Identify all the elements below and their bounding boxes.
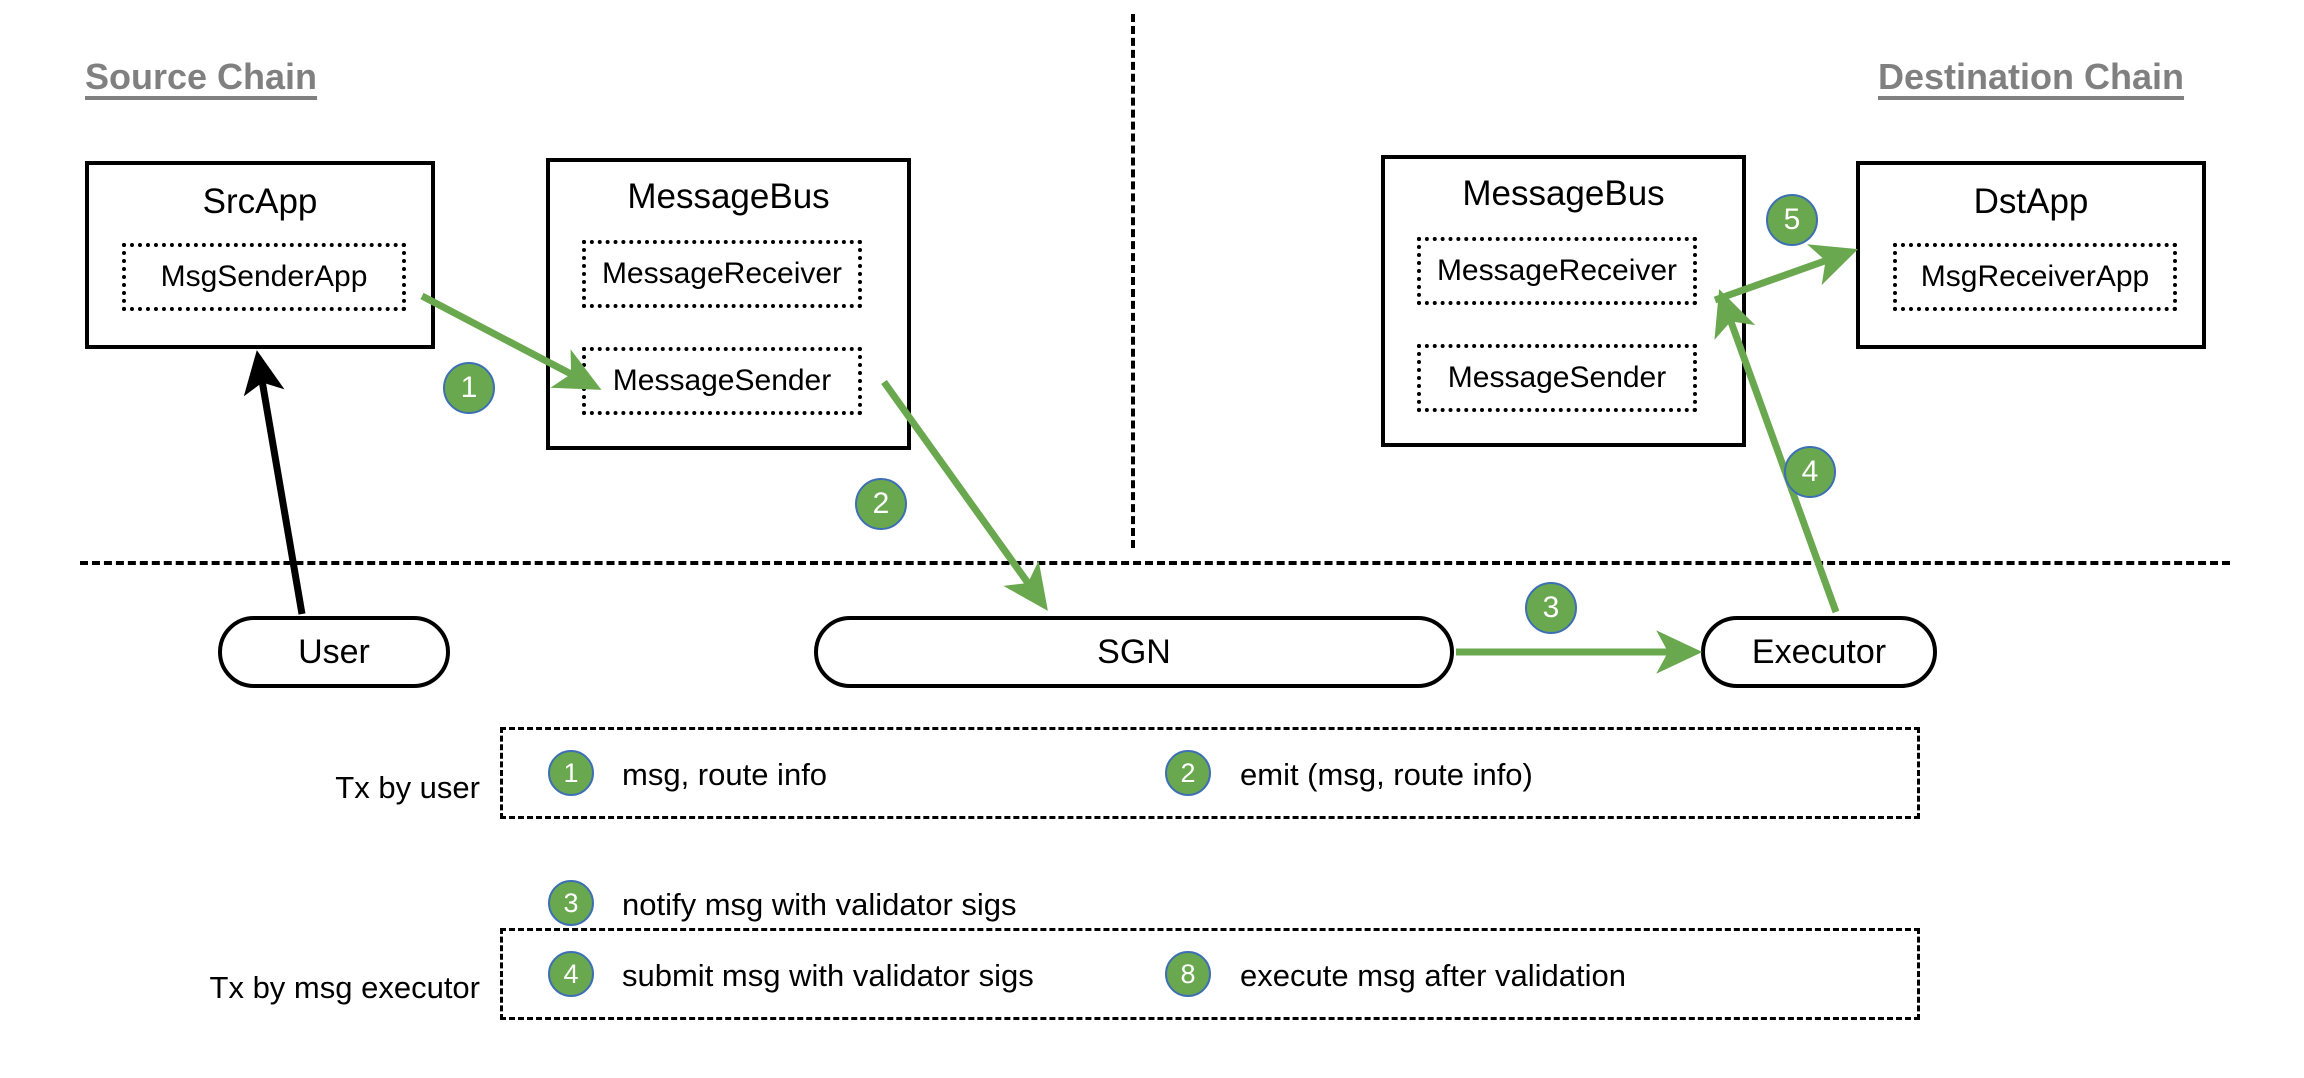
- user-label: User: [298, 632, 370, 671]
- message-sender-source-label: MessageSender: [612, 364, 832, 397]
- legend-text-8: execute msg after validation: [1240, 958, 1626, 993]
- message-bus-source-title: MessageBus: [627, 177, 830, 216]
- source-chain-header: Source Chain: [85, 56, 318, 97]
- message-receiver-source-label: MessageReceiver: [601, 257, 843, 290]
- src-app-box[interactable]: SrcApp MsgSenderApp: [85, 161, 435, 349]
- msg-sender-app-label: MsgSenderApp: [160, 260, 368, 293]
- legend-badge-2[interactable]: 2: [1165, 750, 1211, 796]
- flow-badge-1[interactable]: 1: [443, 362, 495, 414]
- message-receiver-destination-box[interactable]: MessageReceiver: [1417, 237, 1697, 305]
- dst-app-title: DstApp: [1973, 182, 2089, 221]
- legend-badge-4[interactable]: 4: [548, 951, 594, 997]
- dst-app-box[interactable]: DstApp MsgReceiverApp: [1856, 161, 2206, 349]
- msg-sender-app-box[interactable]: MsgSenderApp: [122, 243, 406, 311]
- flow-badge-4[interactable]: 4: [1784, 446, 1836, 498]
- chain-divider-vertical: [1131, 14, 1135, 548]
- message-bus-destination-box[interactable]: MessageBus MessageReceiver MessageSender: [1381, 155, 1746, 447]
- sgn-label: SGN: [1097, 632, 1171, 671]
- message-receiver-source-box[interactable]: MessageReceiver: [582, 240, 862, 308]
- msg-receiver-app-label: MsgReceiverApp: [1920, 260, 2150, 293]
- legend-text-4: submit msg with validator sigs: [622, 958, 1034, 993]
- message-receiver-destination-label: MessageReceiver: [1436, 254, 1678, 287]
- message-sender-source-box[interactable]: MessageSender: [582, 347, 862, 415]
- sgn-pill[interactable]: SGN: [814, 616, 1454, 688]
- destination-chain-header: Destination Chain: [1878, 56, 2185, 97]
- user-pill[interactable]: User: [218, 616, 450, 688]
- legend-label-tx-by-msg-executor: Tx by msg executor: [209, 970, 480, 1005]
- legend-badge-8[interactable]: 8: [1165, 951, 1211, 997]
- legend-box-tx-by-user: [500, 727, 1920, 819]
- legend-text-1: msg, route info: [622, 757, 828, 792]
- legend-box-tx-by-msg-executor: [500, 928, 1920, 1020]
- flow-badge-2[interactable]: 2: [855, 478, 907, 530]
- message-bus-source-box[interactable]: MessageBus MessageReceiver MessageSender: [546, 158, 911, 450]
- legend-badge-3[interactable]: 3: [548, 880, 594, 926]
- flow-badge-3[interactable]: 3: [1525, 582, 1577, 634]
- legend-text-3: notify msg with validator sigs: [622, 887, 1017, 922]
- executor-pill[interactable]: Executor: [1701, 616, 1937, 688]
- executor-label: Executor: [1751, 632, 1887, 671]
- message-bus-destination-title: MessageBus: [1462, 174, 1665, 213]
- flow-badge-5[interactable]: 5: [1766, 194, 1818, 246]
- message-sender-destination-box[interactable]: MessageSender: [1417, 344, 1697, 412]
- arrow-user-to-src-app: [243, 350, 306, 615]
- legend-label-tx-by-user: Tx by user: [335, 770, 480, 805]
- msg-receiver-app-box[interactable]: MsgReceiverApp: [1893, 243, 2177, 311]
- legend-text-2: emit (msg, route info): [1240, 757, 1533, 792]
- onchain-offchain-divider: [80, 561, 2230, 565]
- message-sender-destination-label: MessageSender: [1447, 361, 1667, 394]
- legend-badge-1[interactable]: 1: [548, 750, 594, 796]
- src-app-title: SrcApp: [202, 182, 318, 221]
